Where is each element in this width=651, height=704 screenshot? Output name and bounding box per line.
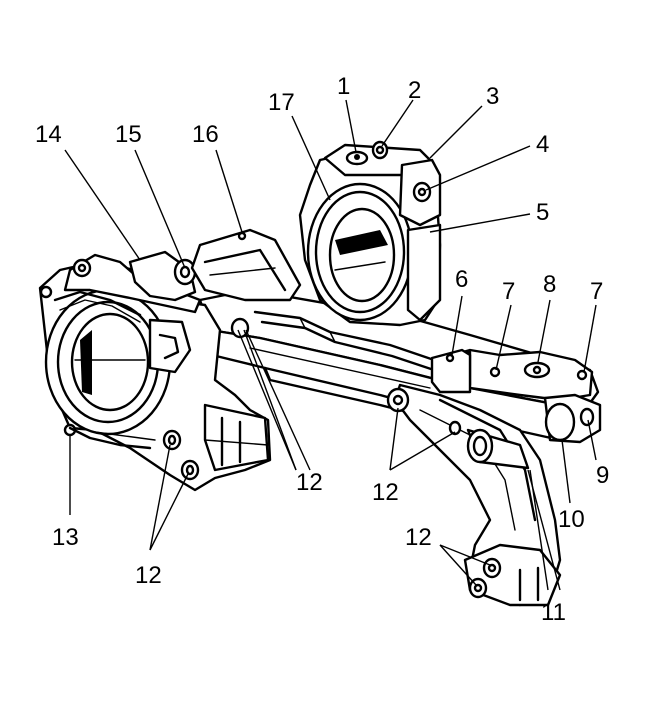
callout-13: 13	[52, 524, 79, 551]
callout-2: 2	[408, 77, 421, 104]
callout-12-left: 12	[135, 562, 162, 589]
callout-12-upper: 12	[296, 469, 323, 496]
callout-12-lower-right: 12	[405, 524, 432, 551]
bracket-6	[430, 348, 472, 394]
callout-5: 5	[536, 199, 549, 226]
callout-14: 14	[35, 121, 62, 148]
callout-8: 8	[543, 271, 556, 298]
callout-1: 1	[337, 73, 350, 100]
callout-6: 6	[455, 266, 468, 293]
leader-lines	[64, 99, 597, 591]
callout-7-left: 7	[502, 278, 515, 305]
ring-housing	[298, 140, 442, 327]
mount-hole	[230, 317, 250, 339]
callout-7-right: 7	[590, 278, 603, 305]
callout-15: 15	[115, 121, 142, 148]
callout-3: 3	[486, 83, 499, 110]
left-housing	[38, 250, 272, 492]
upper-plate	[190, 228, 302, 302]
callout-10: 10	[558, 506, 585, 533]
callout-12-middle: 12	[372, 479, 399, 506]
callout-11: 11	[541, 599, 566, 626]
callout-4: 4	[536, 131, 549, 158]
callout-9: 9	[596, 462, 609, 489]
callout-16: 16	[192, 121, 219, 148]
callout-17: 17	[268, 89, 295, 116]
callout-labels: 1 2 3 4 5 6 7 8 7 9 10 11 12 12 12 12 13…	[35, 73, 609, 626]
